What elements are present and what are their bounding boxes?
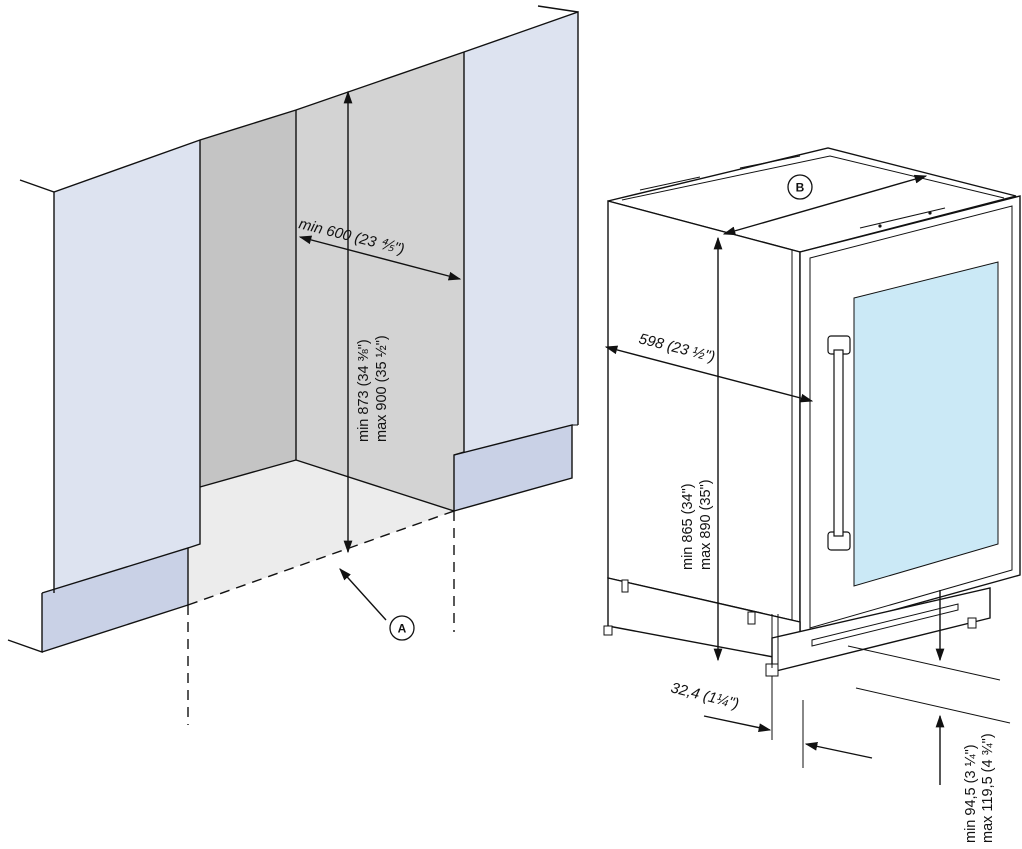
callout-b-arrow [722,174,928,236]
niche-drawing: min 600 (23 ⅘") min 873 (34 ⅜") max 900 … [7,5,579,725]
niche-side-wall [200,110,296,487]
appliance-height-label-max: max 890 (35") [698,479,714,570]
appliance-drawing: B 598 (23 ½") min 865 (34") max 890 (35"… [603,147,1021,843]
appliance-depth-arrow [604,345,814,403]
niche-floor [188,460,454,605]
niche-height-label-max: max 900 (35 ½") [374,335,390,442]
door-glass [853,261,999,587]
callout-b: B [787,174,813,200]
right-cabinet-plinth [454,425,572,511]
door-handle [827,335,851,551]
niche-back-wall [296,52,464,511]
callout-a: A [389,615,415,641]
plinth-arrow-left [703,715,772,732]
appliance-height-label-min: min 865 (34") [680,483,696,570]
plinth-depth-label: 32,4 (1¼") [669,679,741,712]
right-cabinet-front [464,12,578,452]
appliance-feet [603,617,977,677]
foot-height-label-max: max 119,5 (4 ¾") [980,733,996,843]
niche-height-label-min: min 873 (34 ⅜") [356,339,372,442]
niche-width-arrow [298,235,462,281]
svg-text:A: A [398,622,407,636]
plinth-arrow-right [804,742,873,759]
left-cabinet-plinth [42,548,188,652]
svg-text:B: B [796,181,805,195]
left-cabinet-front [54,140,200,593]
callout-a-leader [339,568,387,621]
foot-height-label-min: min 94,5 (3 ¼") [963,744,979,843]
